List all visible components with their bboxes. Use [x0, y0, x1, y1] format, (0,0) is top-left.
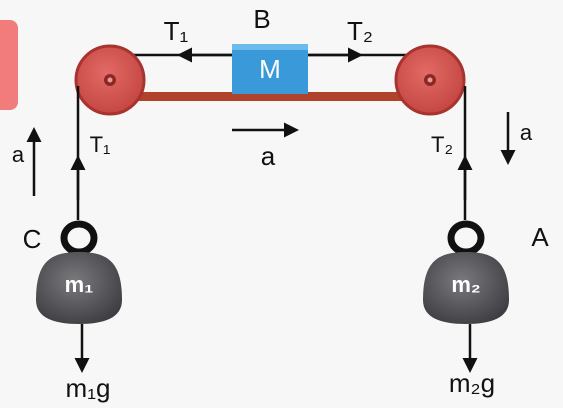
block-m-label: M	[259, 54, 281, 84]
right-mass-label: m₂	[451, 272, 480, 297]
right-weight-label: m₂g	[449, 368, 495, 398]
point-label-c: C	[23, 224, 42, 254]
left-weight-label: m₁g	[66, 373, 111, 403]
pulley-rod	[110, 92, 432, 101]
t1-rope-label: T₁	[90, 132, 111, 157]
left-mass-label: m₁	[65, 272, 94, 297]
block-accel-label: a	[261, 141, 276, 171]
left-pulley	[74, 44, 146, 116]
right-accel-label: a	[520, 120, 533, 145]
point-label-b: B	[253, 4, 270, 34]
t2-rope-label: T₂	[431, 132, 453, 157]
block-m	[232, 44, 308, 94]
side-tab	[0, 20, 18, 110]
t1-top-label: T₁	[164, 16, 189, 46]
left-mass: m₁	[36, 220, 122, 324]
right-mass: m₂	[423, 220, 509, 324]
right-pulley	[394, 44, 466, 116]
left-accel-label: a	[12, 142, 25, 167]
t2-top-label: T₂	[347, 16, 373, 46]
point-label-a: A	[531, 222, 549, 252]
